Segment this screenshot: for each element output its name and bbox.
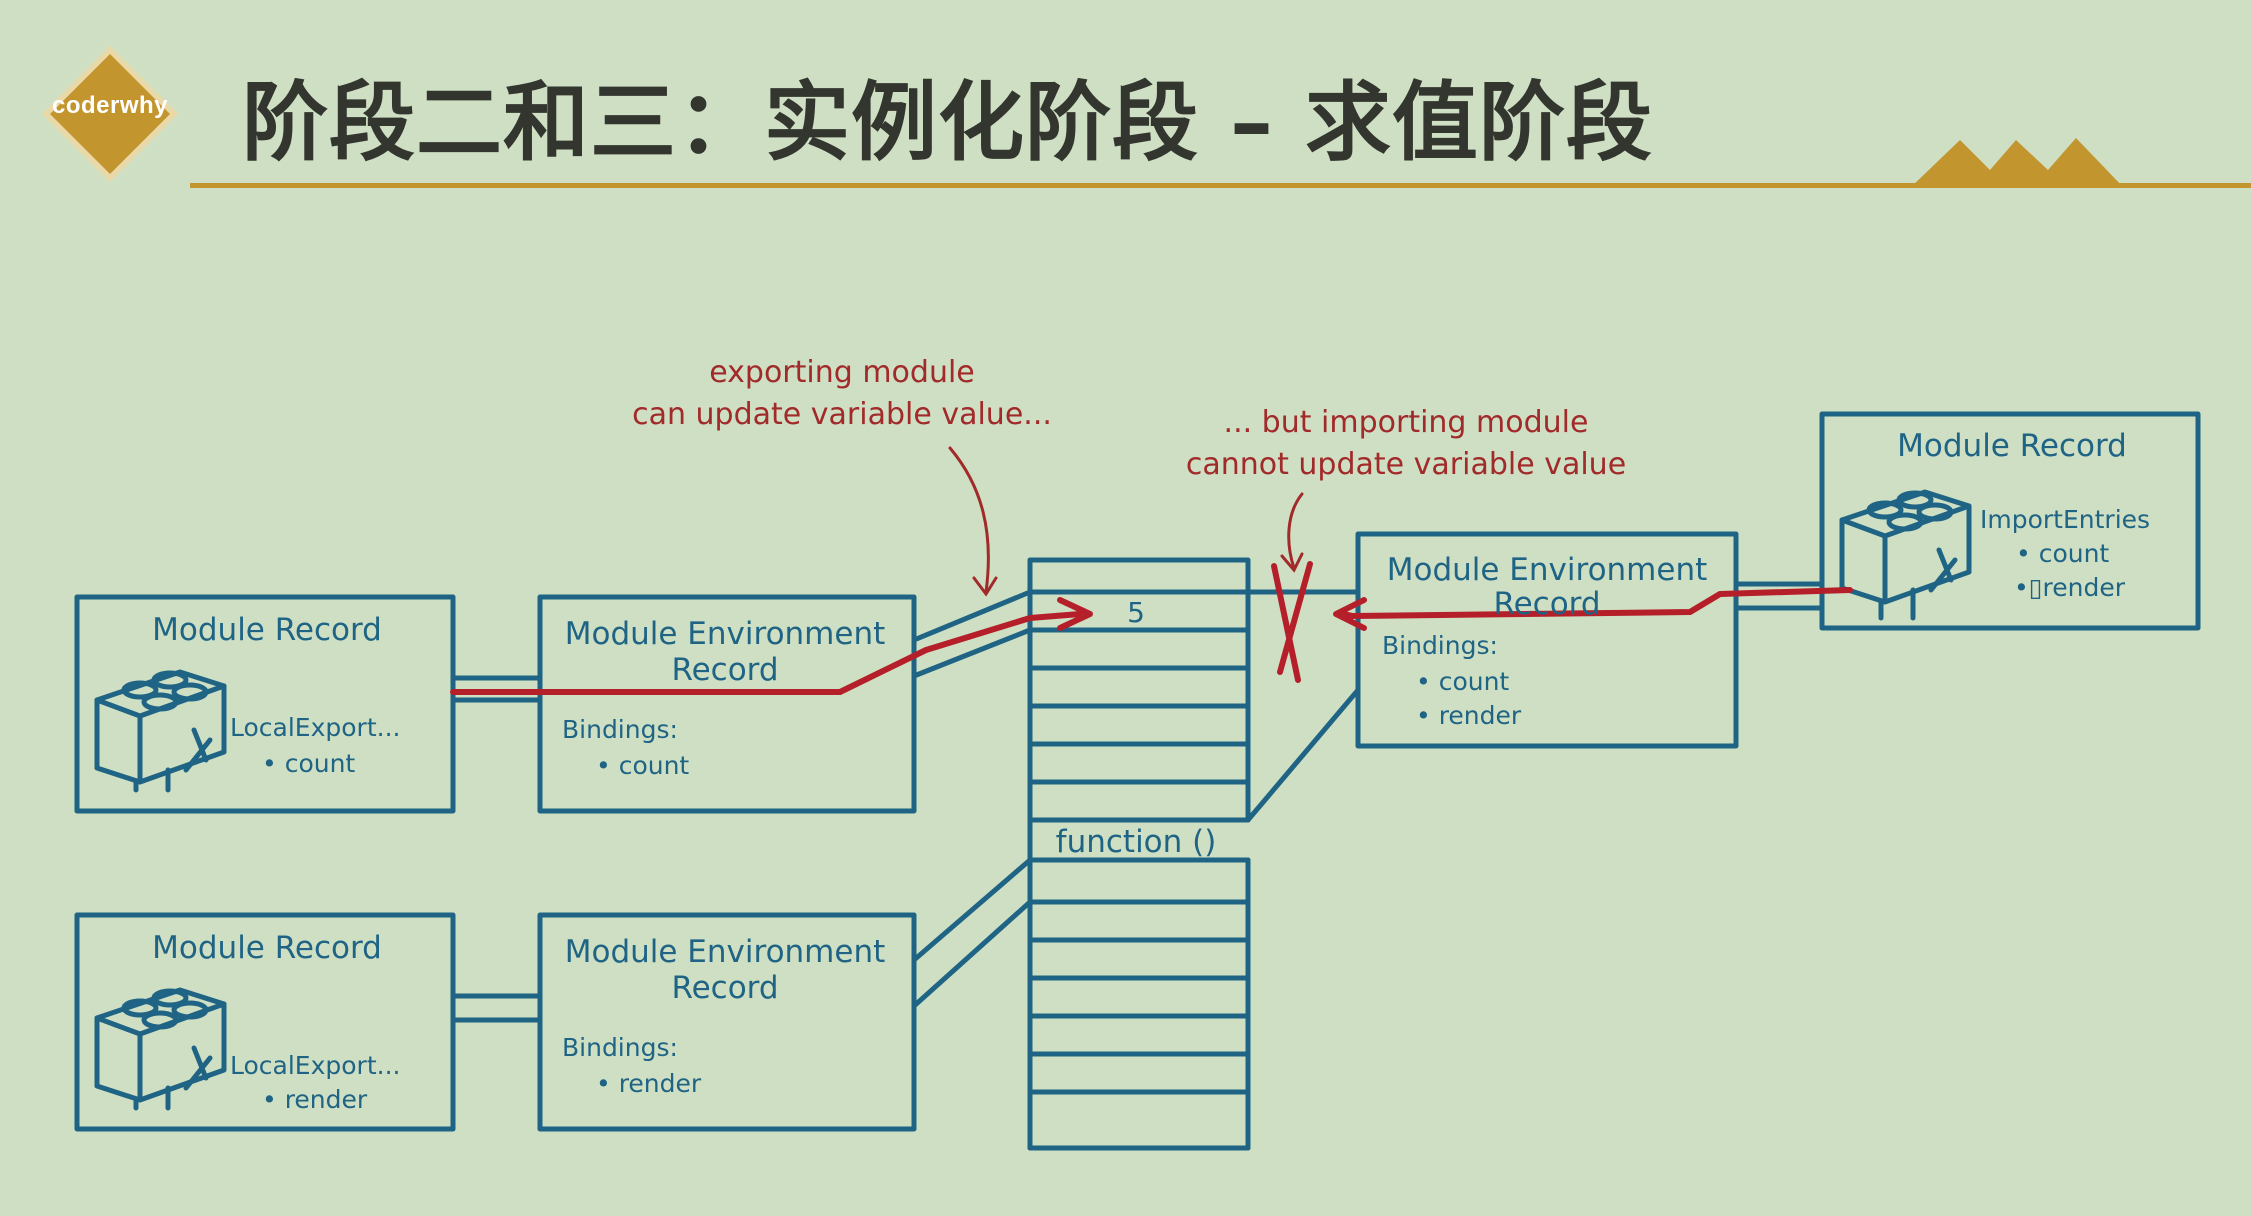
coderwhy-logo: [42, 46, 178, 182]
module-record-1-item: • count: [262, 749, 355, 778]
module-record-1-box: [74, 594, 456, 814]
memory-cells: [1027, 557, 1251, 1151]
annotation-exporting-line1: exporting module: [709, 355, 975, 390]
pointer-exporting-head: [972, 576, 998, 597]
module-record-3-box: [1819, 411, 2201, 631]
env-record-2-bindings: Bindings:: [562, 1033, 678, 1062]
env-record-3-item1: • count: [1416, 667, 1509, 696]
pointer-importing: [1287, 492, 1304, 570]
connector-mr2-env2: [450, 993, 543, 1023]
memory-value-cell: 5: [1127, 596, 1145, 629]
header-divider: [190, 183, 2251, 188]
module-record-2-label: LocalExport...: [230, 1051, 400, 1080]
module-record-3-item2: •▯render: [2014, 573, 2126, 602]
module-record-3-item1: • count: [2016, 539, 2109, 568]
connector-mr1-env1: [450, 675, 543, 703]
module-record-1-title: Module Record: [152, 612, 382, 648]
env-record-1-title-line2: Record: [671, 652, 778, 688]
import-arrow-head: [1333, 597, 1367, 631]
module-record-3-label: ImportEntries: [1980, 505, 2150, 534]
env-record-3-item2: • render: [1416, 701, 1522, 730]
connector-env3-mr3: [1733, 581, 1825, 611]
module-record-2-item: • render: [262, 1085, 368, 1114]
env-record-3-title-line1: Module Environment: [1387, 552, 1708, 588]
env-record-1-title-line1: Module Environment: [565, 616, 886, 652]
lego-brick-2: [94, 987, 227, 1111]
env-record-2-item: • render: [596, 1069, 702, 1098]
env-record-3-bindings: Bindings:: [1382, 631, 1498, 660]
lego-brick-1: [94, 669, 227, 793]
logo-text: coderwhy: [51, 92, 169, 119]
funnel-env3-memory: [1245, 589, 1361, 823]
lego-brick-3: [1839, 489, 1972, 621]
env-record-3-box: [1355, 531, 1739, 749]
memory-function-cell: function (): [1056, 824, 1217, 860]
page-title: 阶段二和三：实例化阶段 – 求值阶段: [242, 73, 1653, 173]
annotation-importing-line1: ... but importing module: [1224, 405, 1589, 440]
env-record-1-item: • count: [596, 751, 689, 780]
env-record-1-bindings: Bindings:: [562, 715, 678, 744]
export-arrow: [450, 611, 1083, 695]
mountains-decoration: [1910, 138, 2124, 188]
env-record-1-box: [537, 594, 917, 814]
pointer-importing-head: [1280, 552, 1304, 573]
module-record-1-label: LocalExport...: [230, 713, 400, 742]
env-record-2-title-line1: Module Environment: [565, 934, 886, 970]
annotation-exporting-line2: can update variable value...: [632, 397, 1052, 432]
blocked-x-mark: [1271, 561, 1313, 683]
module-record-2-title: Module Record: [152, 930, 382, 966]
env-record-2-title-line2: Record: [671, 970, 778, 1006]
annotation-importing-line2: cannot update variable value: [1186, 447, 1626, 482]
module-record-3-title: Module Record: [1897, 428, 2127, 464]
pointer-exporting: [948, 446, 990, 594]
export-arrow-head: [1057, 597, 1093, 631]
env-record-3-title-line2: Record: [1493, 586, 1600, 622]
funnel-env2-memory: [911, 857, 1033, 1009]
funnel-env1-memory: [911, 589, 1033, 679]
